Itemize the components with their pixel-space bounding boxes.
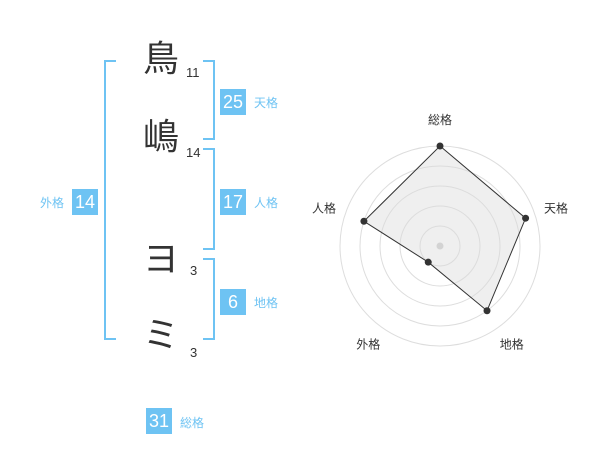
radar-axis-label: 総格: [428, 112, 452, 127]
tenkaku-bracket: [203, 60, 215, 140]
gaikaku-bracket: [104, 60, 116, 340]
gaikaku-label: 外格: [40, 196, 65, 210]
name-char-4: ミ: [142, 315, 179, 356]
stroke-count-3: 3: [190, 263, 198, 278]
chikaku-bracket: [203, 258, 215, 340]
radar-axis-label: 人格: [312, 200, 336, 215]
name-char-2: 嶋: [142, 117, 179, 158]
name-char-3: ヨ: [142, 239, 179, 280]
radar-ring: [379, 185, 501, 307]
radar-point-2: [522, 214, 530, 222]
radar-axis-label: 外格: [356, 337, 380, 352]
chikaku-value: 6: [220, 289, 246, 315]
soukaku-value: 31: [146, 408, 172, 434]
chikaku-label: 地格: [254, 296, 279, 310]
stroke-count-2: 14: [186, 145, 201, 160]
radar-ring: [399, 205, 481, 287]
radar-point-3: [483, 307, 491, 315]
radar-point-4: [424, 258, 432, 266]
radar-point-5: [360, 217, 368, 225]
radar-point-1: [436, 142, 444, 150]
tenkaku-label: 天格: [254, 96, 279, 110]
radar-axis-label: 地格: [500, 337, 524, 352]
radar-ring: [419, 225, 461, 267]
radar-ring: [359, 165, 521, 327]
soukaku-label: 総格: [180, 416, 205, 430]
stroke-count-1: 11: [186, 65, 200, 80]
radar-center-dot: [436, 242, 444, 250]
jinkaku-value: 17: [220, 189, 246, 215]
jinkaku-bracket: [203, 148, 215, 250]
radar-axis-label: 天格: [544, 200, 568, 215]
stroke-count-4: 3: [190, 345, 198, 360]
name-char-1: 鳥: [142, 39, 179, 80]
radar-data-polygon: [363, 145, 527, 312]
tenkaku-value: 25: [220, 89, 246, 115]
jinkaku-label: 人格: [254, 196, 279, 210]
gaikaku-value: 14: [72, 189, 98, 215]
